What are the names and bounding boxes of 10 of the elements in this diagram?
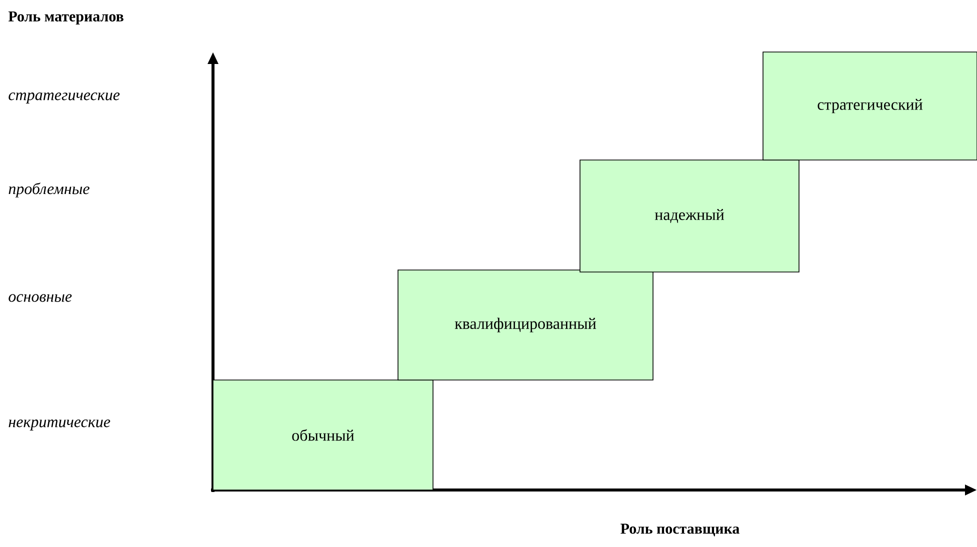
- level-box: надежный: [580, 160, 800, 272]
- axis-category: проблемные: [8, 182, 90, 198]
- level-box: стратегический: [762, 52, 977, 160]
- axis-category: основные: [8, 294, 72, 302]
- level-box: квалифицированный: [398, 270, 654, 380]
- axis-title: Роль поставщика: [620, 524, 740, 536]
- axis-title: Роль материалов: [8, 12, 124, 25]
- axis-category: некритические: [8, 420, 110, 430]
- level-box: обычный: [212, 380, 434, 490]
- axis-category: стратегические: [8, 92, 120, 104]
